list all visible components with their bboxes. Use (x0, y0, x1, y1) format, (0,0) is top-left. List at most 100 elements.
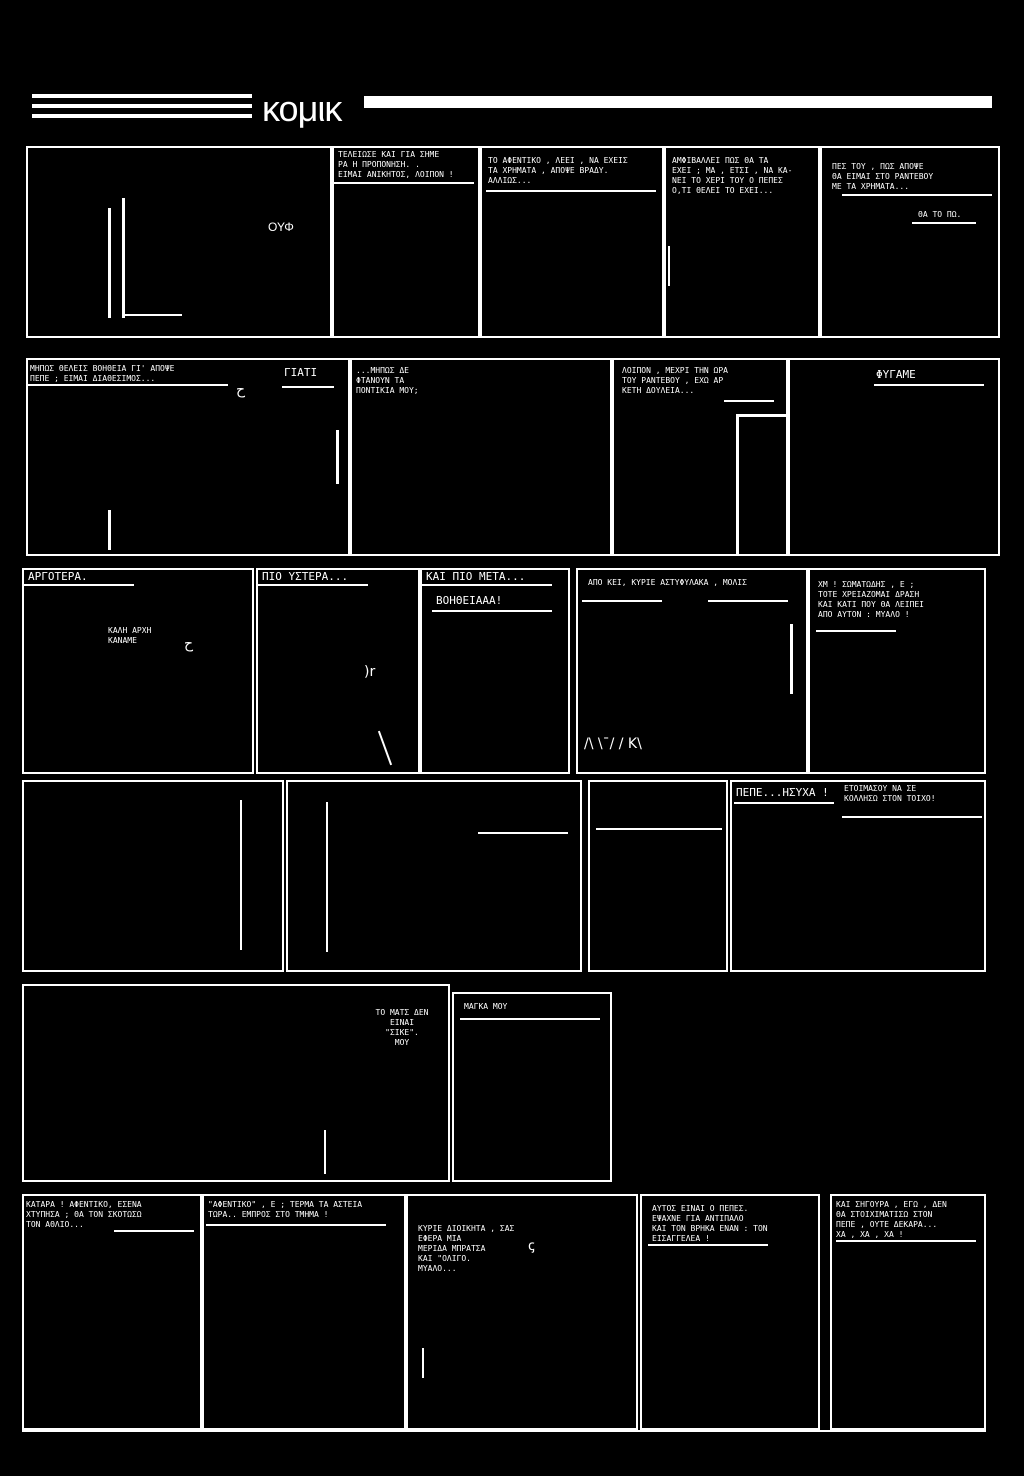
bubble-underline (648, 1244, 768, 1246)
speech-bubble: ΦΥΓΑΜΕ (876, 368, 916, 381)
speech-bubble: ΒΟΗΘΕΙΑΑΑ! (436, 594, 503, 607)
speech-bubble: ΜΗΠΩΣ ΘΕΛΕΙΣ ΒΟΗΘΕΙΑ ΓΙ' ΑΠΟΨΕ ΠΕΠΕ ; ΕΙ… (30, 364, 175, 383)
bubble-underline (724, 400, 774, 402)
comic-panel: ...ΜΗΠΩΣ ΔΕ ΦΤΑΝΟΥΝ ΤΑ ΠΟΝΤΙΚΙΑ ΜΟΥ; (350, 358, 612, 556)
bubble-underline (912, 222, 976, 224)
figure-scribble: )r (364, 664, 376, 680)
speech-bubble: ΓΙΑΤΙ (284, 366, 318, 379)
comic-panel: ΠΕΠΕ...ΗΣΥΧΑ ! ΕΤΟΙΜΑΣΟΥ ΝΑ ΣΕ ΚΟΛΛΗΣΩ Σ… (730, 780, 986, 972)
sound-effect: ΟΥΦ (268, 220, 294, 234)
figure-scribble: /\ \ˉ/ / K\ (584, 736, 642, 752)
figure-line (324, 1130, 326, 1174)
bubble-underline (206, 1224, 386, 1226)
bubble-underline (734, 802, 834, 804)
comic-panel: ΠΕΣ ΤΟΥ , ΠΩΣ ΑΠΟΨΕ ΘΑ ΕΙΜΑΙ ΣΤΟ ΡΑΝΤΕΒΟ… (820, 146, 1000, 338)
comic-panel: ΚΑΤΑΡΑ ! ΑΦΕΝΤΙΚΟ, ΕΣΕΝΑ ΧΤΥΠΗΣΑ ; ΘΑ ΤΟ… (22, 1194, 202, 1430)
bubble-underline (836, 1240, 976, 1242)
bubble-underline (28, 384, 228, 386)
speech-bubble: ...ΜΗΠΩΣ ΔΕ ΦΤΑΝΟΥΝ ΤΑ ΠΟΝΤΙΚΙΑ ΜΟΥ; (356, 366, 419, 395)
comic-panel: ΟΥΦ (26, 146, 332, 338)
speech-bubble: ΛΟΙΠΟΝ , ΜΕΧΡΙ ΤΗΝ ΩΡΑ ΤΟΥ ΡΑΝΤΕΒΟΥ , ΕΧ… (622, 366, 728, 395)
comic-panel (22, 780, 284, 972)
comic-panel: ΚΑΙ ΠΙΟ ΜΕΤΑ... ΒΟΗΘΕΙΑΑΑ! (420, 568, 570, 774)
speech-bubble: ΚΑΛΗ ΑΡΧΗ ΚΑΝΑΜΕ (108, 626, 152, 645)
bubble-underline (258, 584, 368, 586)
bubble-underline (486, 190, 656, 192)
header-line (32, 94, 252, 98)
comic-panel: ΤΟ ΑΦΕΝΤΙΚΟ , ΛΕΕΙ , ΝΑ ΕΧΕΙΣ ΤΑ ΧΡΗΜΑΤΑ… (480, 146, 664, 338)
comic-panel: ΧΜ ! ΣΩΜΑΤΩΔΗΣ , Ε ; ΤΟΤΕ ΧΡΕΙΑΖΟΜΑΙ ΔΡΑ… (808, 568, 986, 774)
figure-line (596, 828, 722, 830)
speech-bubble: ΑΜΦΙΒΑΛΛΕΙ ΠΩΣ ΘΑ ΤΑ ΕΧΕΙ ; ΜΑ , ΕΤΣΙ , … (672, 156, 793, 195)
comic-panel: ΜΑΓΚΑ ΜΟΥ (452, 992, 612, 1182)
bubble-underline (842, 816, 982, 818)
caption-box: ΠΙΟ ΥΣΤΕΡΑ... (262, 570, 349, 583)
bubble-underline (334, 182, 474, 184)
figure-line (122, 198, 125, 318)
comic-panel: ΠΙΟ ΥΣΤΕΡΑ... )r (256, 568, 420, 774)
bubble-underline (582, 600, 662, 602)
door-frame (736, 414, 786, 417)
speech-bubble: ΚΥΡΙΕ ΔΙΟΙΚΗΤΑ , ΣΑΣ ΕΦΕΡΑ ΜΙΑ ΜΕΡΙΔΑ ΜΠ… (418, 1224, 515, 1273)
comic-panel: ΤΕΛΕΙΩΣΕ ΚΑΙ ΓΙΑ ΣΗΜΕ ΡΑ Η ΠΡΟΠΟΝΗΣΗ. . … (332, 146, 480, 338)
figure-line (790, 624, 793, 694)
bubble-underline (708, 600, 788, 602)
speech-tail: ح (184, 636, 194, 652)
figure-line (336, 430, 339, 484)
speech-bubble: ΤΕΛΕΙΩΣΕ ΚΑΙ ΓΙΑ ΣΗΜΕ ΡΑ Η ΠΡΟΠΟΝΗΣΗ. . … (338, 150, 454, 179)
figure-line (478, 832, 568, 834)
figure-line (377, 730, 393, 766)
speech-tail: ꞔ (528, 1238, 535, 1254)
figure-line (108, 510, 111, 550)
header-line (364, 96, 992, 108)
figure-line (326, 802, 328, 952)
bubble-underline (114, 1230, 194, 1232)
figure-line (108, 208, 111, 318)
speech-bubble: ΘΑ ΤΟ ΠΩ. (918, 210, 962, 219)
speech-bubble: ΜΑΓΚΑ ΜΟΥ (464, 1002, 508, 1011)
figure-line (122, 314, 182, 316)
caption-box: ΚΑΙ ΠΙΟ ΜΕΤΑ... (426, 570, 526, 583)
page-title: κομικ (262, 88, 342, 129)
comic-panel (588, 780, 728, 972)
figure-line (422, 1348, 424, 1378)
speech-bubble: ΠΕΣ ΤΟΥ , ΠΩΣ ΑΠΟΨΕ ΘΑ ΕΙΜΑΙ ΣΤΟ ΡΑΝΤΕΒΟ… (832, 162, 934, 191)
speech-bubble: ΕΤΟΙΜΑΣΟΥ ΝΑ ΣΕ ΚΟΛΛΗΣΩ ΣΤΟΝ ΤΟΙΧΟ! (844, 784, 936, 803)
header-line (32, 104, 252, 108)
speech-bubble: ΤΟ ΑΦΕΝΤΙΚΟ , ΛΕΕΙ , ΝΑ ΕΧΕΙΣ ΤΑ ΧΡΗΜΑΤΑ… (488, 156, 628, 185)
comic-panel: ΤΟ ΜΑΤΣ ΔΕΝ ΕΙΝΑΙ "ΣΙΚΕ". ΜΟΥ (22, 984, 450, 1182)
comic-panel: ΚΥΡΙΕ ΔΙΟΙΚΗΤΑ , ΣΑΣ ΕΦΕΡΑ ΜΙΑ ΜΕΡΙΔΑ ΜΠ… (406, 1194, 638, 1430)
bubble-underline (24, 584, 134, 586)
speech-bubble: ΚΑΙ ΣΗΓΟΥΡΑ , ΕΓΩ , ΔΕΝ ΘΑ ΣΤΟΙΧΙΜΑΤΙΣΩ … (836, 1200, 947, 1239)
comic-panel: ΑΠΟ ΚΕΙ, ΚΥΡΙΕ ΑΣΤΥΦΥΛΑΚΑ , ΜΟΛΙΣ /\ \ˉ/… (576, 568, 808, 774)
speech-bubble: ΑΠΟ ΚΕΙ, ΚΥΡΙΕ ΑΣΤΥΦΥΛΑΚΑ , ΜΟΛΙΣ (588, 578, 747, 587)
figure-line (240, 800, 242, 950)
caption-box: ΑΡΓΟΤΕΡΑ. (28, 570, 88, 583)
bubble-underline (842, 194, 992, 196)
comic-panel: ΑΥΤΟΣ ΕΙΝΑΙ Ο ΠΕΠΕΣ. ΕΨΑΧΝΕ ΓΙΑ ΑΝΤΙΠΑΛΟ… (640, 1194, 820, 1430)
bubble-underline (816, 630, 896, 632)
comic-panel: ΑΜΦΙΒΑΛΛΕΙ ΠΩΣ ΘΑ ΤΑ ΕΧΕΙ ; ΜΑ , ΕΤΣΙ , … (664, 146, 820, 338)
comic-panel: ΛΟΙΠΟΝ , ΜΕΧΡΙ ΤΗΝ ΩΡΑ ΤΟΥ ΡΑΝΤΕΒΟΥ , ΕΧ… (612, 358, 788, 556)
comic-panel: ΚΑΙ ΣΗΓΟΥΡΑ , ΕΓΩ , ΔΕΝ ΘΑ ΣΤΟΙΧΙΜΑΤΙΣΩ … (830, 1194, 986, 1430)
speech-bubble: ΠΕΠΕ...ΗΣΥΧΑ ! (736, 786, 829, 799)
bubble-underline (282, 386, 334, 388)
comic-panel: ΜΗΠΩΣ ΘΕΛΕΙΣ ΒΟΗΘΕΙΑ ΓΙ' ΑΠΟΨΕ ΠΕΠΕ ; ΕΙ… (26, 358, 350, 556)
figure-line (668, 246, 670, 286)
speech-tail: ح (236, 382, 246, 398)
figure-line (448, 1042, 450, 1076)
comic-panel: "ΑΦΕΝΤΙΚΟ" , Ε ; ΤΕΡΜΑ ΤΑ ΑΣΤΕΙΑ ΤΩΡΑ.. … (202, 1194, 406, 1430)
door-frame (736, 414, 739, 554)
comic-panel: ΦΥΓΑΜΕ (788, 358, 1000, 556)
comic-panel (286, 780, 582, 972)
header-line (32, 114, 252, 118)
page-bottom-rule (22, 1430, 986, 1432)
comic-panel: ΑΡΓΟΤΕΡΑ. ΚΑΛΗ ΑΡΧΗ ΚΑΝΑΜΕ ح (22, 568, 254, 774)
bubble-underline (874, 384, 984, 386)
speech-bubble: ΤΟ ΜΑΤΣ ΔΕΝ ΕΙΝΑΙ "ΣΙΚΕ". ΜΟΥ (375, 1008, 429, 1047)
bubble-underline (422, 584, 552, 586)
bubble-underline (432, 610, 552, 612)
bubble-underline (460, 1018, 600, 1020)
speech-bubble: ΧΜ ! ΣΩΜΑΤΩΔΗΣ , Ε ; ΤΟΤΕ ΧΡΕΙΑΖΟΜΑΙ ΔΡΑ… (818, 580, 924, 619)
speech-bubble: ΚΑΤΑΡΑ ! ΑΦΕΝΤΙΚΟ, ΕΣΕΝΑ ΧΤΥΠΗΣΑ ; ΘΑ ΤΟ… (26, 1200, 142, 1229)
